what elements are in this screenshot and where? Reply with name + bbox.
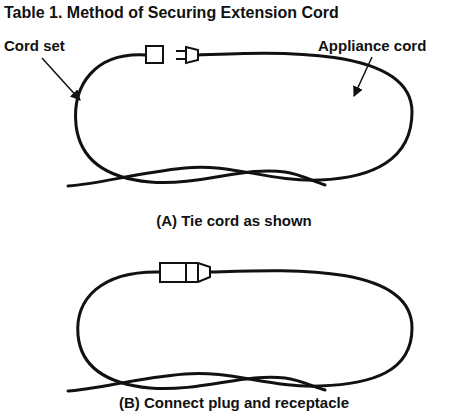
figure-caption: (A) Tie cord as shown bbox=[0, 212, 468, 229]
appliance-cable bbox=[68, 53, 412, 186]
leader-arrow bbox=[354, 57, 372, 96]
table-title: Table 1. Method of Securing Extension Co… bbox=[4, 4, 339, 22]
plug-seam bbox=[197, 263, 199, 282]
appliance-cable bbox=[68, 271, 412, 391]
leader-arrow bbox=[42, 58, 80, 100]
part-label: Appliance cord bbox=[318, 37, 426, 54]
figure-caption: (B) Connect plug and receptacle bbox=[0, 394, 468, 411]
plug bbox=[186, 47, 198, 63]
plug-prong bbox=[176, 58, 186, 60]
receptacle bbox=[146, 46, 163, 63]
part-label: Cord set bbox=[4, 37, 65, 54]
plug-prong bbox=[176, 50, 186, 52]
plug bbox=[186, 263, 210, 282]
cord-set-cable bbox=[76, 55, 325, 185]
receptacle bbox=[160, 263, 186, 282]
